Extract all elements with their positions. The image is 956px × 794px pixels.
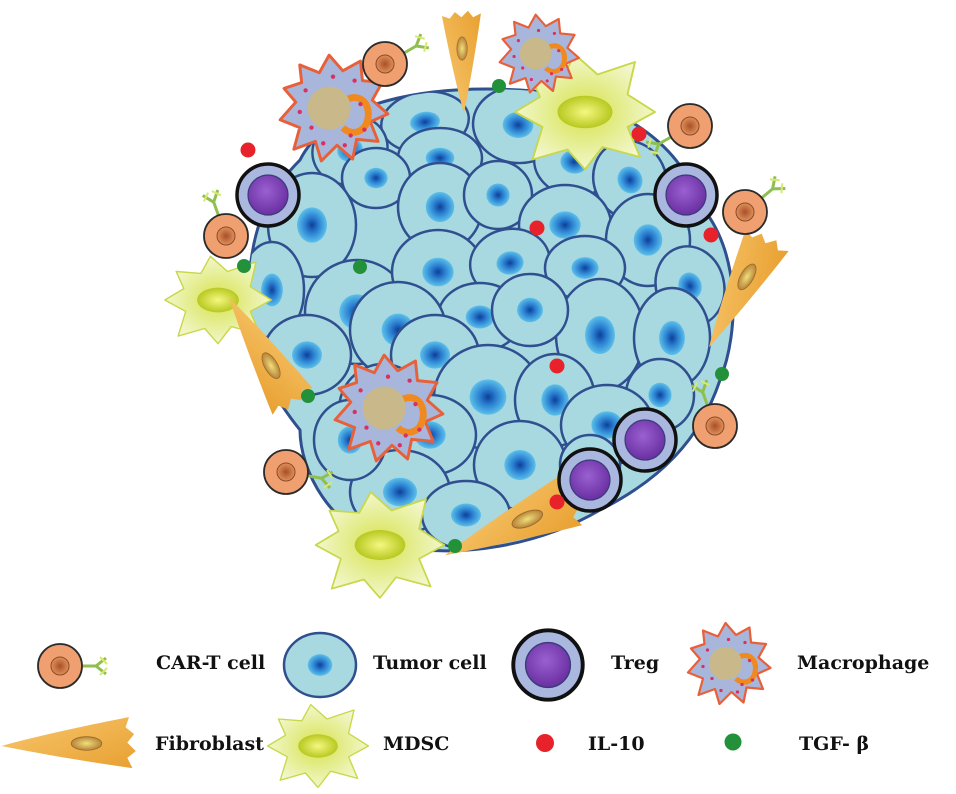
tgfb-molecule bbox=[301, 389, 315, 403]
macrophage-top-left bbox=[278, 53, 390, 163]
legend-label-tumor: Tumor cell bbox=[373, 652, 487, 674]
tgfb-molecule bbox=[492, 79, 506, 93]
car-receptor bbox=[307, 469, 334, 489]
legend-icon-macrophage bbox=[686, 621, 772, 706]
macrophage-center bbox=[333, 353, 445, 463]
fibroblast-right bbox=[708, 229, 789, 348]
legend bbox=[1, 621, 772, 789]
car-t-cell-right-bottom bbox=[690, 379, 738, 449]
tgfb-molecule bbox=[448, 539, 462, 553]
il10-molecule bbox=[703, 227, 719, 243]
legend-label-mdsc: MDSC bbox=[383, 733, 450, 755]
fibroblast-bottom bbox=[444, 476, 583, 556]
legend-icon-cart bbox=[37, 643, 108, 689]
fibroblast-top bbox=[441, 10, 481, 114]
legend-icon-tgfb bbox=[724, 733, 742, 751]
car-receptor bbox=[403, 33, 430, 55]
legend-icon-il10 bbox=[536, 734, 554, 752]
legend-label-treg: Treg bbox=[611, 652, 660, 674]
legend-icon-mdsc bbox=[266, 703, 370, 789]
car-t-cell-right-top bbox=[645, 103, 713, 157]
legend-icon-tumor bbox=[282, 631, 358, 699]
treg-bottom bbox=[557, 447, 623, 513]
car-receptor bbox=[201, 189, 222, 216]
car-receptor bbox=[760, 176, 786, 200]
treg-bottom-right bbox=[612, 407, 678, 473]
il10-molecule bbox=[240, 142, 256, 158]
tgfb-molecule bbox=[715, 367, 729, 381]
legend-label-macrophage: Macrophage bbox=[797, 652, 930, 674]
tumor-cell bbox=[490, 272, 570, 348]
legend-icon-fibroblast bbox=[1, 717, 136, 769]
legend-icon-treg bbox=[511, 628, 585, 702]
il10-molecule bbox=[549, 358, 565, 374]
treg-left bbox=[235, 162, 301, 228]
car-receptor bbox=[690, 379, 711, 406]
car-t-cell-left bbox=[201, 189, 249, 259]
tgfb-molecule bbox=[353, 260, 367, 274]
car-receptor bbox=[645, 135, 672, 157]
legend-label-tgfb: TGF- β bbox=[799, 733, 870, 755]
treg-right bbox=[653, 162, 719, 228]
fibroblast-left bbox=[228, 297, 313, 415]
tumor-cell bbox=[340, 146, 412, 210]
car-t-cell-right bbox=[722, 176, 786, 235]
tgfb-molecule bbox=[237, 259, 251, 273]
legend-label-fibroblast: Fibroblast bbox=[155, 733, 264, 755]
legend-label-il10: IL-10 bbox=[588, 733, 645, 755]
tumor-cell bbox=[396, 161, 484, 253]
car-t-cell-top bbox=[362, 33, 430, 87]
il10-molecule bbox=[631, 126, 647, 142]
car-t-cell-bottom-left bbox=[263, 449, 334, 495]
tumor-cell bbox=[462, 159, 534, 231]
il10-molecule bbox=[549, 494, 565, 510]
macrophage-top bbox=[498, 13, 580, 94]
mdsc-bottom bbox=[314, 491, 446, 599]
legend-label-cart: CAR-T cell bbox=[156, 652, 266, 674]
il10-molecule bbox=[529, 220, 545, 236]
car-receptor bbox=[82, 656, 108, 676]
